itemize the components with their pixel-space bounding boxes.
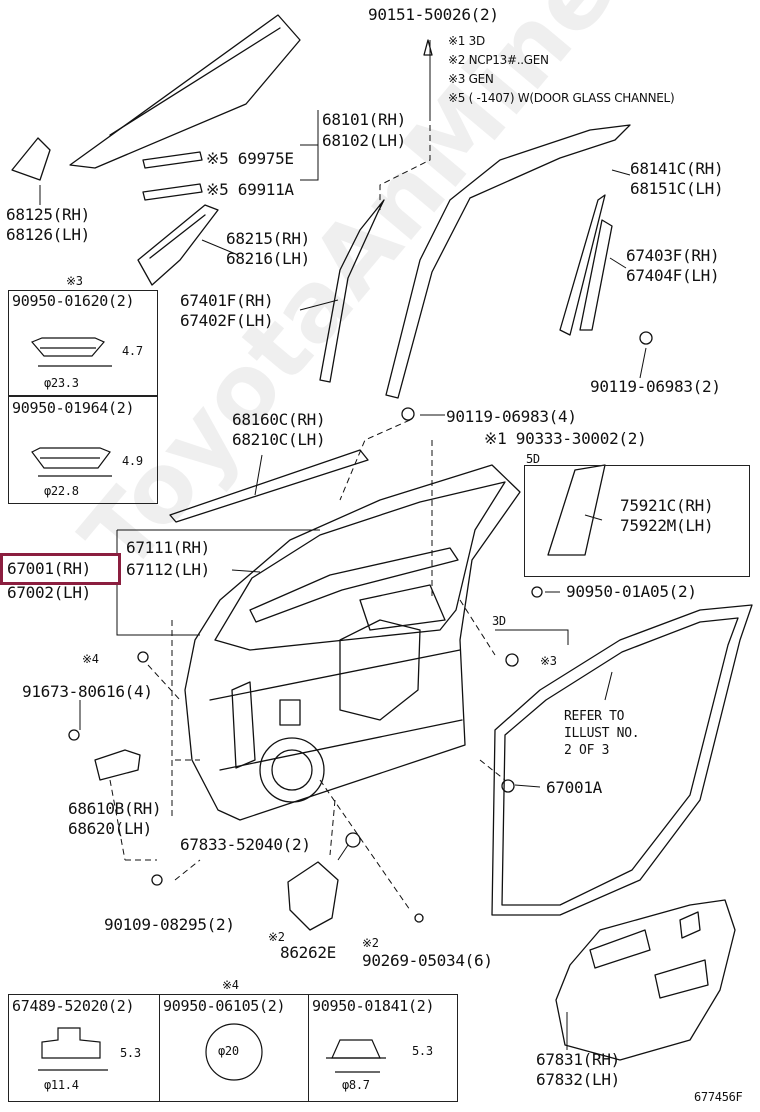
- part-label-67401: 67401F(RH): [180, 291, 274, 310]
- part-label-68160: 68160C(RH): [232, 410, 326, 429]
- part-label-90119-2: 90119-06983(2): [590, 377, 721, 396]
- part-label-68620: 68620(LH): [68, 819, 152, 838]
- part-label-67831: 67831(RH): [536, 1050, 620, 1069]
- part-label-67404: 67404F(LH): [626, 266, 720, 285]
- refer-line-2: ILLUST NO.: [564, 726, 640, 741]
- part-label-68102: 68102(LH): [322, 131, 406, 150]
- door-shell: [184, 464, 521, 821]
- part-label-90950-01a05: 90950-01A05(2): [566, 582, 697, 601]
- part-label-67833: 67833-52040(2): [180, 835, 311, 854]
- part-label-67403: 67403F(RH): [626, 246, 720, 265]
- door-glass: [69, 14, 301, 169]
- part-label-67112: 67112(LH): [126, 560, 210, 579]
- label-5d: 5D: [526, 452, 540, 466]
- part-label-68125: 68125(RH): [6, 205, 90, 224]
- mark-4: ※4: [82, 652, 99, 666]
- inset-top-a: [8, 290, 158, 396]
- inset-bottom-e: [308, 994, 458, 1102]
- part-label-75922: 75922M(LH): [620, 516, 714, 535]
- inset-bottom-d-dia: φ20: [218, 1044, 239, 1058]
- mark-3: ※3: [540, 654, 557, 668]
- inset-top-b: [8, 396, 158, 504]
- inset-top-a-part: 90950-01620(2): [12, 292, 135, 310]
- drawing-code: 677456F: [694, 1090, 743, 1104]
- part-label-68101: 68101(RH): [322, 110, 406, 129]
- inset-bottom-e-height: 5.3: [412, 1044, 433, 1058]
- refer-line-3: 2 OF 3: [564, 743, 610, 758]
- note-1: ※1 3D: [448, 34, 485, 48]
- door-frame-channel: [385, 124, 631, 399]
- part-label-67001a: 67001A: [546, 778, 602, 797]
- inset-top-b-dia: φ22.8: [44, 484, 79, 498]
- inset-bottom-e-part: 90950-01841(2): [312, 997, 435, 1015]
- highlight-67001: [0, 553, 121, 585]
- inset-top-note: ※3: [66, 274, 83, 288]
- inset-bottom-e-dia: φ8.7: [342, 1078, 370, 1092]
- note-2: ※2 NCP13#..GEN: [448, 53, 549, 67]
- door-trim-board: [555, 899, 736, 1061]
- part-label-68126: 68126(LH): [6, 225, 90, 244]
- label-3d: 3D: [492, 614, 506, 628]
- part-label-68215: 68215(RH): [226, 229, 310, 248]
- quarter-glass: [11, 137, 51, 181]
- part-label-90119-4: 90119-06983(4): [446, 407, 577, 426]
- inset-top-a-height: 4.7: [122, 344, 143, 358]
- note-5: ※5 ( -1407) W(DOOR GLASS CHANNEL): [448, 91, 675, 105]
- part-label-67111: 67111(RH): [126, 538, 210, 557]
- part-label-68141: 68141C(RH): [630, 159, 724, 178]
- part-label-90109: 90109-08295(2): [104, 915, 235, 934]
- part-label-90151: 90151-50026(2): [368, 5, 499, 24]
- part-label-68151: 68151C(LH): [630, 179, 724, 198]
- part-label-68216: 68216(LH): [226, 249, 310, 268]
- part-label-67402: 67402F(LH): [180, 311, 274, 330]
- part-label-67832: 67832(LH): [536, 1070, 620, 1089]
- inset-top-a-dia: φ23.3: [44, 376, 79, 390]
- part-label-90269: 90269-05034(6): [362, 951, 493, 970]
- part-label-68210: 68210C(LH): [232, 430, 326, 449]
- door-weatherstrip: [491, 604, 753, 916]
- part-label-67002: 67002(LH): [7, 583, 91, 602]
- refer-line-1: REFER TO: [564, 709, 625, 724]
- part-label-69975: ※5 69975E: [206, 149, 294, 168]
- part-label-86262: 86262E: [280, 943, 336, 962]
- inset-bottom-c-part: 67489-52020(2): [12, 997, 135, 1015]
- part-label-68610: 68610B(RH): [68, 799, 162, 818]
- inset-5d: [524, 465, 750, 577]
- part-label-91673: 91673-80616(4): [22, 682, 153, 701]
- inset-bottom-note: ※4: [222, 978, 239, 992]
- mark-2b: ※2: [362, 936, 379, 950]
- inset-bottom-c-height: 5.3: [120, 1046, 141, 1060]
- part-label-75921: 75921C(RH): [620, 496, 714, 515]
- part-label-90333: ※1 90333-30002(2): [484, 429, 647, 448]
- mark-2a: ※2: [268, 930, 285, 944]
- inset-bottom-c-dia: φ11.4: [44, 1078, 79, 1092]
- note-3: ※3 GEN: [448, 72, 494, 86]
- inset-bottom-d-part: 90950-06105(2): [163, 997, 286, 1015]
- inset-top-b-height: 4.9: [122, 454, 143, 468]
- part-label-67001: 67001(RH): [7, 559, 91, 578]
- part-label-69911: ※5 69911A: [206, 180, 294, 199]
- inset-top-b-part: 90950-01964(2): [12, 399, 135, 417]
